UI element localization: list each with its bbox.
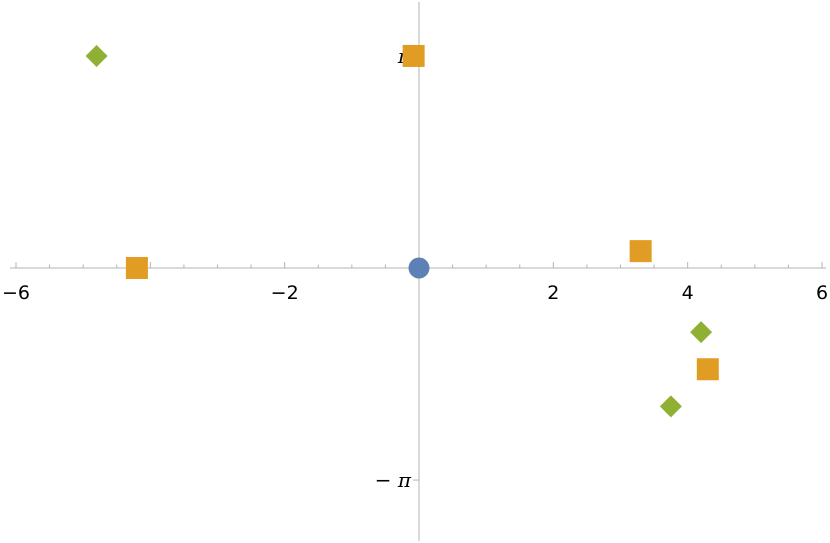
- y-tick-label: − π: [375, 468, 412, 492]
- data-point-diamond: [659, 395, 682, 418]
- data-point-square: [696, 358, 719, 381]
- data-point-diamond: [690, 321, 713, 344]
- data-point-square: [629, 240, 652, 263]
- x-tick-label: 6: [816, 282, 828, 304]
- data-point-square: [125, 257, 148, 279]
- x-tick-label: −6: [2, 282, 30, 304]
- data-point-diamond: [85, 44, 108, 67]
- axis-ticks: [15, 55, 823, 481]
- x-tick-label: 4: [682, 282, 694, 304]
- x-tick-label: −2: [271, 282, 299, 304]
- data-point-square: [402, 44, 425, 67]
- data-point-circle: [408, 257, 430, 279]
- x-tick-label: 2: [547, 282, 559, 304]
- data-points: [85, 44, 719, 418]
